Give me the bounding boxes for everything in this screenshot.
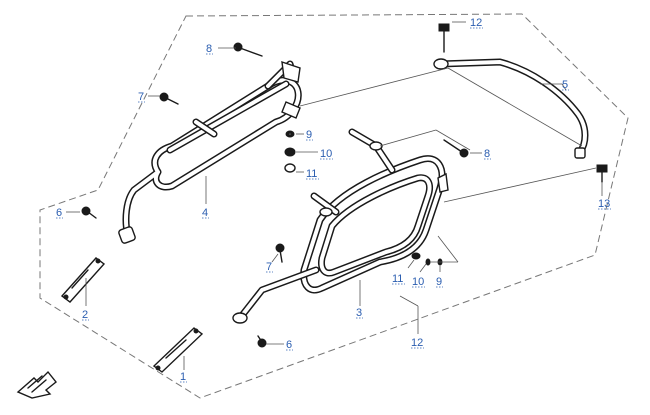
callout-11-left: 11 [306,168,317,180]
part-5-top-rail [433,58,589,159]
part-3-right-frame [232,128,449,324]
part-4-left-frame [118,60,302,244]
callout-10-left: 10 [320,148,332,160]
assembly-boundary [39,13,629,399]
callout-3: 3 [356,307,362,319]
fastener-12-top [438,23,450,53]
callout-8-mid: 8 [484,148,490,160]
callout-13: 12 [411,337,423,349]
front-direction-arrow-icon [16,370,57,399]
part-2-bracket [60,257,106,303]
callout-9-right: 9 [436,276,442,288]
callout-10-right: 10 [412,276,424,288]
fastener-6-left [81,206,97,219]
callout-11-right: 11 [392,273,403,285]
part-1-bracket [152,327,204,373]
fastener-8-top [233,42,263,57]
callout-6-bottom: 6 [286,339,292,351]
callout-5: 5 [562,79,568,91]
callout-8-top: 8 [206,43,212,55]
callout-7-top: 7 [138,91,144,103]
callout-7-mid: 7 [266,261,272,273]
callout-4: 4 [202,207,208,219]
washer-set-9-10-11-left [284,130,296,173]
callout-12-right: 13 [598,198,610,210]
washer-set-9-10-11-right [411,252,443,266]
callout-12-top: 12 [470,17,482,29]
callout-labels: 12 5 13 8 8 7 9 10 11 4 6 2 7 3 6 1 11 1… [56,17,611,383]
fastener-12-right [596,164,608,183]
callout-1: 1 [180,371,186,383]
callout-9-left: 9 [306,129,312,141]
fastener-7-mid [275,243,285,263]
fastener-8-mid [443,139,469,158]
callout-2: 2 [82,309,88,321]
leader-lines [66,21,603,370]
callout-6-left: 6 [56,207,62,219]
fastener-7-top [159,92,179,105]
fastener-6-bottom [257,335,267,348]
